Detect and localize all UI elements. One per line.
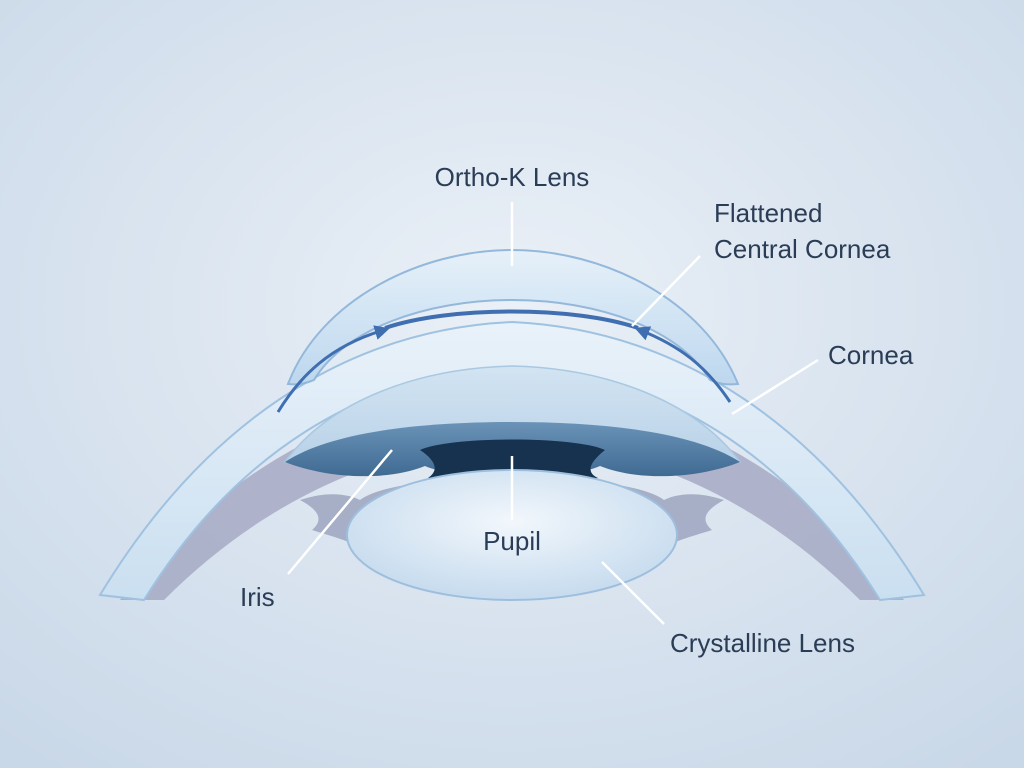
label-cornea: Cornea	[828, 340, 914, 370]
flattening-arrow	[384, 309, 639, 330]
label-iris: Iris	[240, 582, 275, 612]
leader-flattened-cornea	[631, 255, 701, 327]
label-ortho-k-lens: Ortho-K Lens	[435, 162, 590, 192]
right-arrow	[634, 326, 732, 403]
label-pupil: Pupil	[483, 526, 541, 556]
label-flattened: Flattened	[714, 198, 822, 228]
leader-crystalline-lens	[601, 561, 665, 625]
left-arrow	[276, 325, 390, 413]
leader-iris	[287, 449, 393, 575]
leader-cornea	[731, 358, 819, 416]
label-crystalline-lens: Crystalline Lens	[670, 628, 855, 658]
label-central-cornea: Central Cornea	[714, 234, 891, 264]
